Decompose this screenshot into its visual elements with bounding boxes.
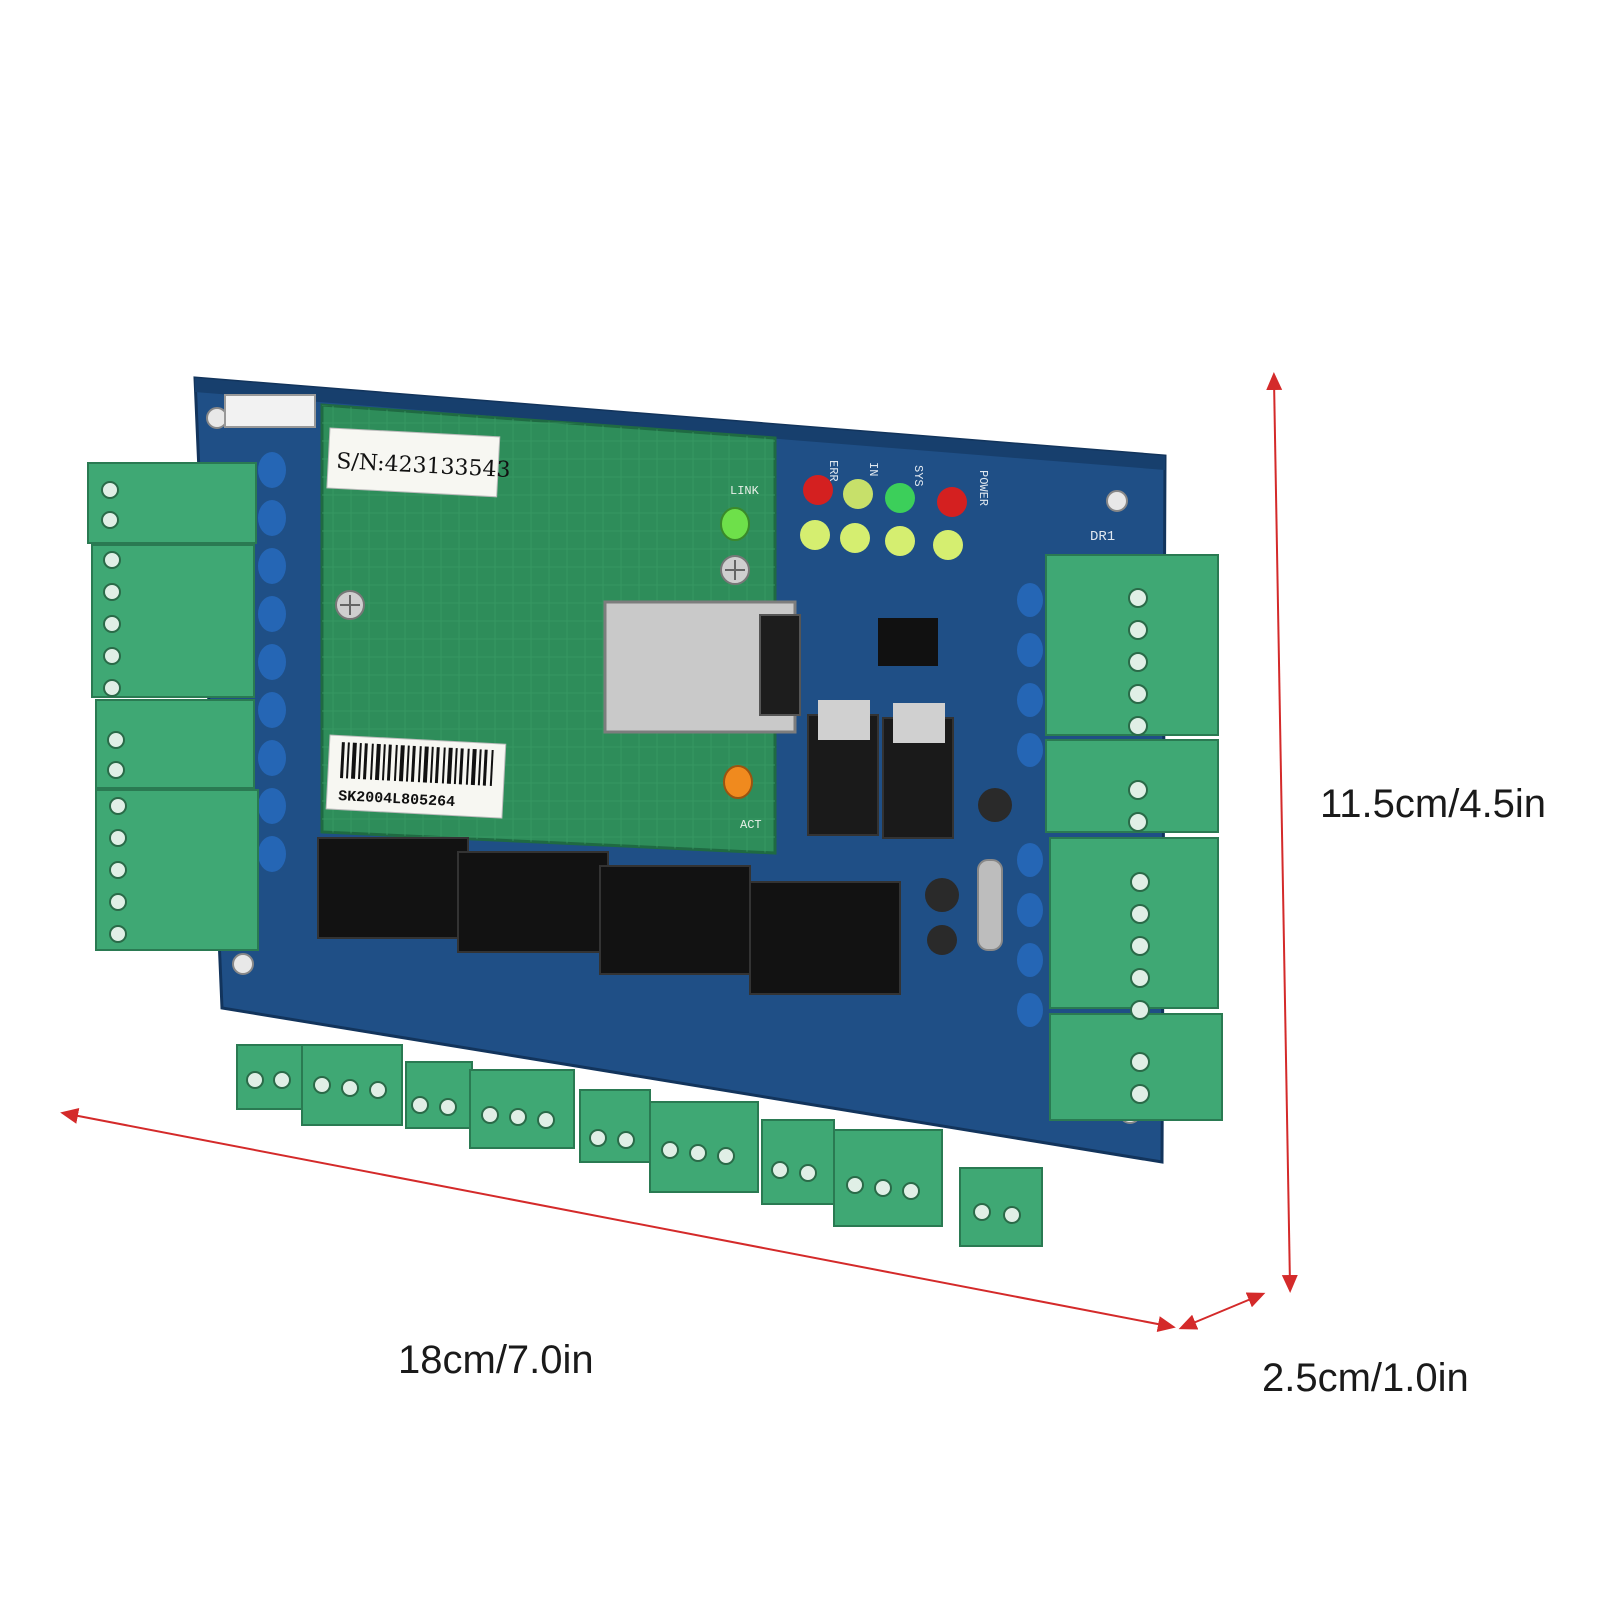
height-dimension-label: 11.5cm/4.5in bbox=[1320, 782, 1547, 826]
height-arrow bbox=[1266, 372, 1298, 1293]
led-label-in: IN bbox=[866, 462, 880, 476]
depth-arrow bbox=[1178, 1292, 1266, 1330]
barcode-text: SK2004L805264 bbox=[338, 788, 456, 811]
capacitors-right bbox=[1017, 583, 1043, 1027]
width-arrow bbox=[60, 1108, 1176, 1332]
dimension-arrows bbox=[60, 372, 1298, 1332]
network-module: S/N:423133543 bbox=[320, 403, 801, 855]
dr1-label: DR1 bbox=[1090, 529, 1115, 545]
regulators bbox=[807, 618, 1012, 955]
act-label: ACT bbox=[740, 818, 762, 832]
link-label: LINK bbox=[730, 484, 760, 498]
led-label-sys: SYS bbox=[911, 465, 925, 487]
width-dimension-label: 18cm/7.0in bbox=[398, 1338, 594, 1382]
led-label-power: POWER bbox=[976, 470, 990, 506]
terminal-blocks-right: DR1 bbox=[1045, 529, 1223, 1121]
status-leds: ERR IN SYS POWER bbox=[800, 460, 990, 560]
relays bbox=[317, 837, 901, 995]
depth-dimension-label: 2.5cm/1.0in bbox=[1262, 1356, 1469, 1400]
capacitors-left bbox=[258, 452, 286, 872]
led-label-err: ERR bbox=[826, 460, 840, 482]
terminal-blocks-left bbox=[87, 462, 259, 951]
barcode bbox=[340, 742, 494, 787]
